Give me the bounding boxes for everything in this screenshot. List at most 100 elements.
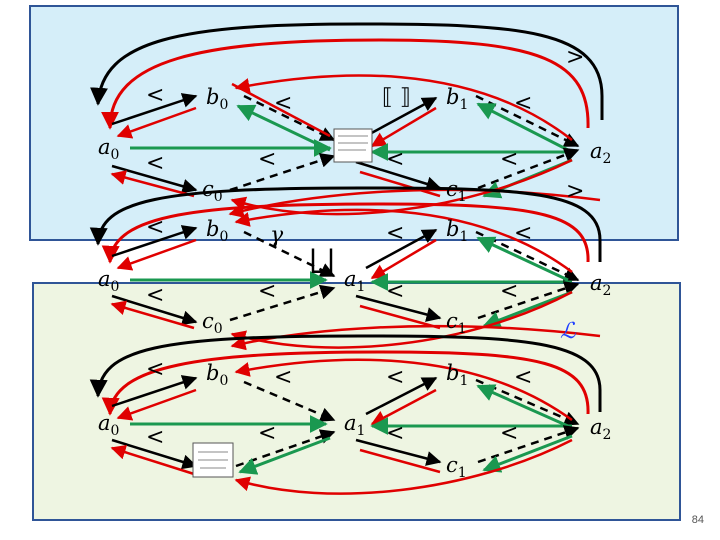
edge-red-long-6 (230, 324, 601, 351)
node-label-a0: a0 (98, 267, 119, 295)
edge-c0-a0-red-3 (110, 444, 195, 476)
node-label-a0: a0 (98, 411, 119, 439)
gamma-symbol: γ (270, 223, 284, 248)
edge-a1-c1 (355, 294, 442, 322)
layer-middle (89, 186, 602, 351)
less-symbol: < (146, 215, 164, 240)
edge-b1-a1-red (370, 238, 437, 280)
layer-top (90, 22, 604, 218)
edge-a0-b0-3 (111, 375, 198, 408)
less-symbol: < (146, 151, 164, 176)
edge-red-long-5 (230, 290, 573, 349)
edge-a2-b1-green-3 (476, 384, 569, 428)
node-label-c0: c0 (202, 177, 223, 205)
node-label-c0: c0 (202, 309, 223, 337)
node-label-c1: c1 (446, 453, 467, 481)
edge-c0-a0-red (110, 170, 195, 198)
edge-black-outer-3 (89, 334, 602, 412)
node-label-a0: a0 (98, 135, 119, 163)
script-l-symbol: ℒ (560, 319, 577, 344)
edge-b0-a1-dashed (243, 230, 336, 278)
edge-b0-a0-red-2 (116, 238, 197, 271)
edge-center-b1 (365, 96, 438, 138)
edge-a2-c1-green-3 (482, 434, 573, 473)
less-symbol: < (386, 365, 404, 390)
edge-black-outer (90, 22, 604, 120)
edge-c0-a0-red-2 (110, 300, 195, 330)
layer-bottom (89, 334, 602, 495)
less-symbol: < (146, 83, 164, 108)
edge-b0-a0-red-3 (116, 388, 197, 421)
node-label-b1: b1 (446, 361, 468, 389)
less-symbol: < (386, 279, 404, 304)
less-symbol: < (500, 279, 518, 304)
edge-red-outer-2 (101, 202, 590, 264)
less-symbol: < (258, 147, 276, 172)
less-symbol: < (386, 221, 404, 246)
page-number: 84 (691, 514, 704, 526)
edge-red-long-8 (234, 438, 573, 495)
node-label-c1: c1 (446, 177, 467, 205)
edge-red-long-7 (234, 358, 573, 422)
node-label-b0: b0 (206, 85, 228, 113)
less-symbol: < (514, 365, 532, 390)
edge-a1-c1-3 (355, 438, 442, 466)
edge-red-outer (101, 38, 590, 130)
less-symbol: < (146, 283, 164, 308)
edge-a1-b1-3 (365, 376, 438, 416)
edge-red-long-4 (234, 208, 573, 274)
edge-c0-center-dashed (229, 153, 336, 192)
edge-a0-c0-3 (111, 438, 198, 470)
semantic-brackets: ⟦ ⟧ (382, 85, 411, 110)
node-label-a2: a2 (590, 139, 611, 167)
less-symbol: < (258, 279, 276, 304)
join-symbol: ⨆ (310, 243, 334, 278)
edge-red-long-1 (234, 74, 573, 141)
edge-b0-center-dashed (243, 94, 336, 142)
node-label-a2: a2 (590, 415, 611, 443)
less-symbol: < (274, 365, 292, 390)
edge-center-c1 (355, 160, 442, 192)
greater-symbol: > (566, 179, 584, 204)
edge-a0-c0 (111, 164, 198, 194)
node-label-b0: b0 (206, 217, 228, 245)
edge-a2-b1-green-2 (476, 236, 569, 282)
greater-symbol: > (566, 45, 584, 70)
edge-a0-b0 (111, 93, 198, 126)
less-symbol: < (274, 91, 292, 116)
node-label-a2: a2 (590, 271, 611, 299)
less-symbol: < (514, 221, 532, 246)
edge-c0-a1-dashed (229, 284, 336, 322)
edge-red-outer-3 (101, 350, 590, 416)
less-symbol: < (500, 421, 518, 446)
edge-b0-a1-dashed-3 (243, 380, 336, 422)
node-label-b0: b0 (206, 361, 228, 389)
less-symbol: < (146, 425, 164, 450)
node-label-b1: b1 (446, 85, 468, 113)
edge-a0-c0-2 (111, 294, 198, 326)
node-label-a1: a1 (344, 267, 365, 295)
less-symbol: < (386, 147, 404, 172)
node-label-b1: b1 (446, 217, 468, 245)
edge-a1-b1 (365, 228, 438, 270)
less-symbol: < (146, 357, 164, 382)
node-label-c1: c1 (446, 309, 467, 337)
edge-a1-c0-green (238, 436, 331, 475)
edge-c1-a1-red (359, 304, 441, 330)
less-symbol: < (514, 91, 532, 116)
edge-a0-b0-2 (111, 225, 198, 258)
edge-b1-center-red (370, 106, 437, 148)
less-symbol: < (258, 421, 276, 446)
inset-box-top (333, 128, 373, 163)
edge-c1-a1-red-3 (359, 448, 441, 474)
edge-c1-center-red (359, 170, 441, 198)
edge-a2-c1-green-2 (482, 290, 573, 329)
less-symbol: < (386, 421, 404, 446)
less-symbol: < (500, 147, 518, 172)
edge-a2-b1-green (476, 102, 569, 152)
node-label-a1: a1 (344, 411, 365, 439)
bottom-panel (32, 282, 681, 521)
edge-b0-a0-red (116, 106, 197, 139)
edge-red-long-2 (230, 158, 573, 216)
